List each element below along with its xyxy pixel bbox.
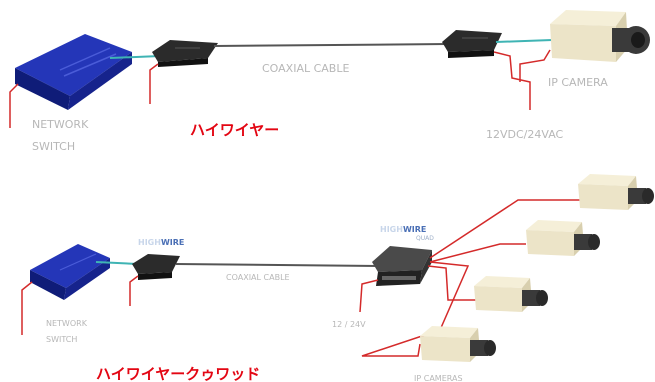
bottom-adapter-power-cable [129,275,139,306]
bottom-hub-brand-mid: WIRE [403,225,426,234]
top-ip-camera-label: IP CAMERA [548,76,608,89]
bottom-ip-camera-4 [420,326,496,362]
top-diagram: NETWORK SWITCH COAXIAL CABLE IP CAMERA 1… [9,10,650,153]
bottom-camera-cable-4 [361,261,470,357]
bottom-camera-cable-1 [429,199,580,259]
bottom-adapter-brand: HIGHWIRE [138,238,184,247]
bottom-hub-brand-suffix: QUAD [416,235,434,242]
top-adapter-left [152,40,218,67]
top-coaxial-cable-label: COAXIAL CABLE [262,62,349,75]
top-ip-camera [550,10,650,62]
top-power-label: 12VDC/24VAC [486,128,564,141]
top-network-switch [15,34,132,110]
top-adapter-right [442,30,502,58]
bottom-ip-camera-2 [526,220,600,256]
bottom-ip-camera-3 [474,276,548,312]
top-adapter-right-power-cable [493,51,531,110]
top-ethernet-cable-left [109,55,161,59]
bottom-power-label: 12 / 24V [332,320,366,329]
bottom-diagram: HIGHWIRE HIGHWIRE QUAD [21,174,654,382]
bottom-ip-camera-1 [578,174,654,210]
bottom-camera-cable-2 [429,243,526,263]
bottom-switch-label-line1: NETWORK [46,319,88,328]
bottom-adapter-brand-mid: WIRE [161,238,184,247]
bottom-adapter [132,254,180,280]
bottom-diagram-title: ハイワイヤークゥワッド [96,365,260,382]
top-ethernet-cable-right [495,39,553,43]
bottom-switch-power-cable [21,281,33,335]
bottom-ip-cameras-label: IP CAMERAS [414,374,463,382]
top-diagram-title: ハイワイヤー [190,121,279,139]
top-switch-power-cable [9,83,19,128]
bottom-quad-hub [372,246,432,286]
bottom-adapter-brand-prefix: HIGH [138,238,161,247]
top-camera-power-cable [519,49,551,82]
bottom-camera-cable-3 [427,265,476,301]
bottom-hub-brand-prefix: HIGH [380,225,403,234]
bottom-hub-power-cable [359,279,379,313]
bottom-ethernet-cable [95,261,139,265]
top-coaxial-cable [213,43,449,47]
bottom-coaxial-cable-label: COAXIAL CABLE [226,273,290,282]
bottom-hub-brand: HIGHWIRE [380,225,426,234]
bottom-switch-label-line2: SWITCH [46,335,77,344]
bottom-network-switch [30,244,110,300]
top-adapter-left-power-cable [149,63,159,104]
bottom-coaxial-cable [175,263,379,267]
top-switch-label-line2: SWITCH [32,140,75,153]
top-switch-label-line1: NETWORK [32,118,89,131]
